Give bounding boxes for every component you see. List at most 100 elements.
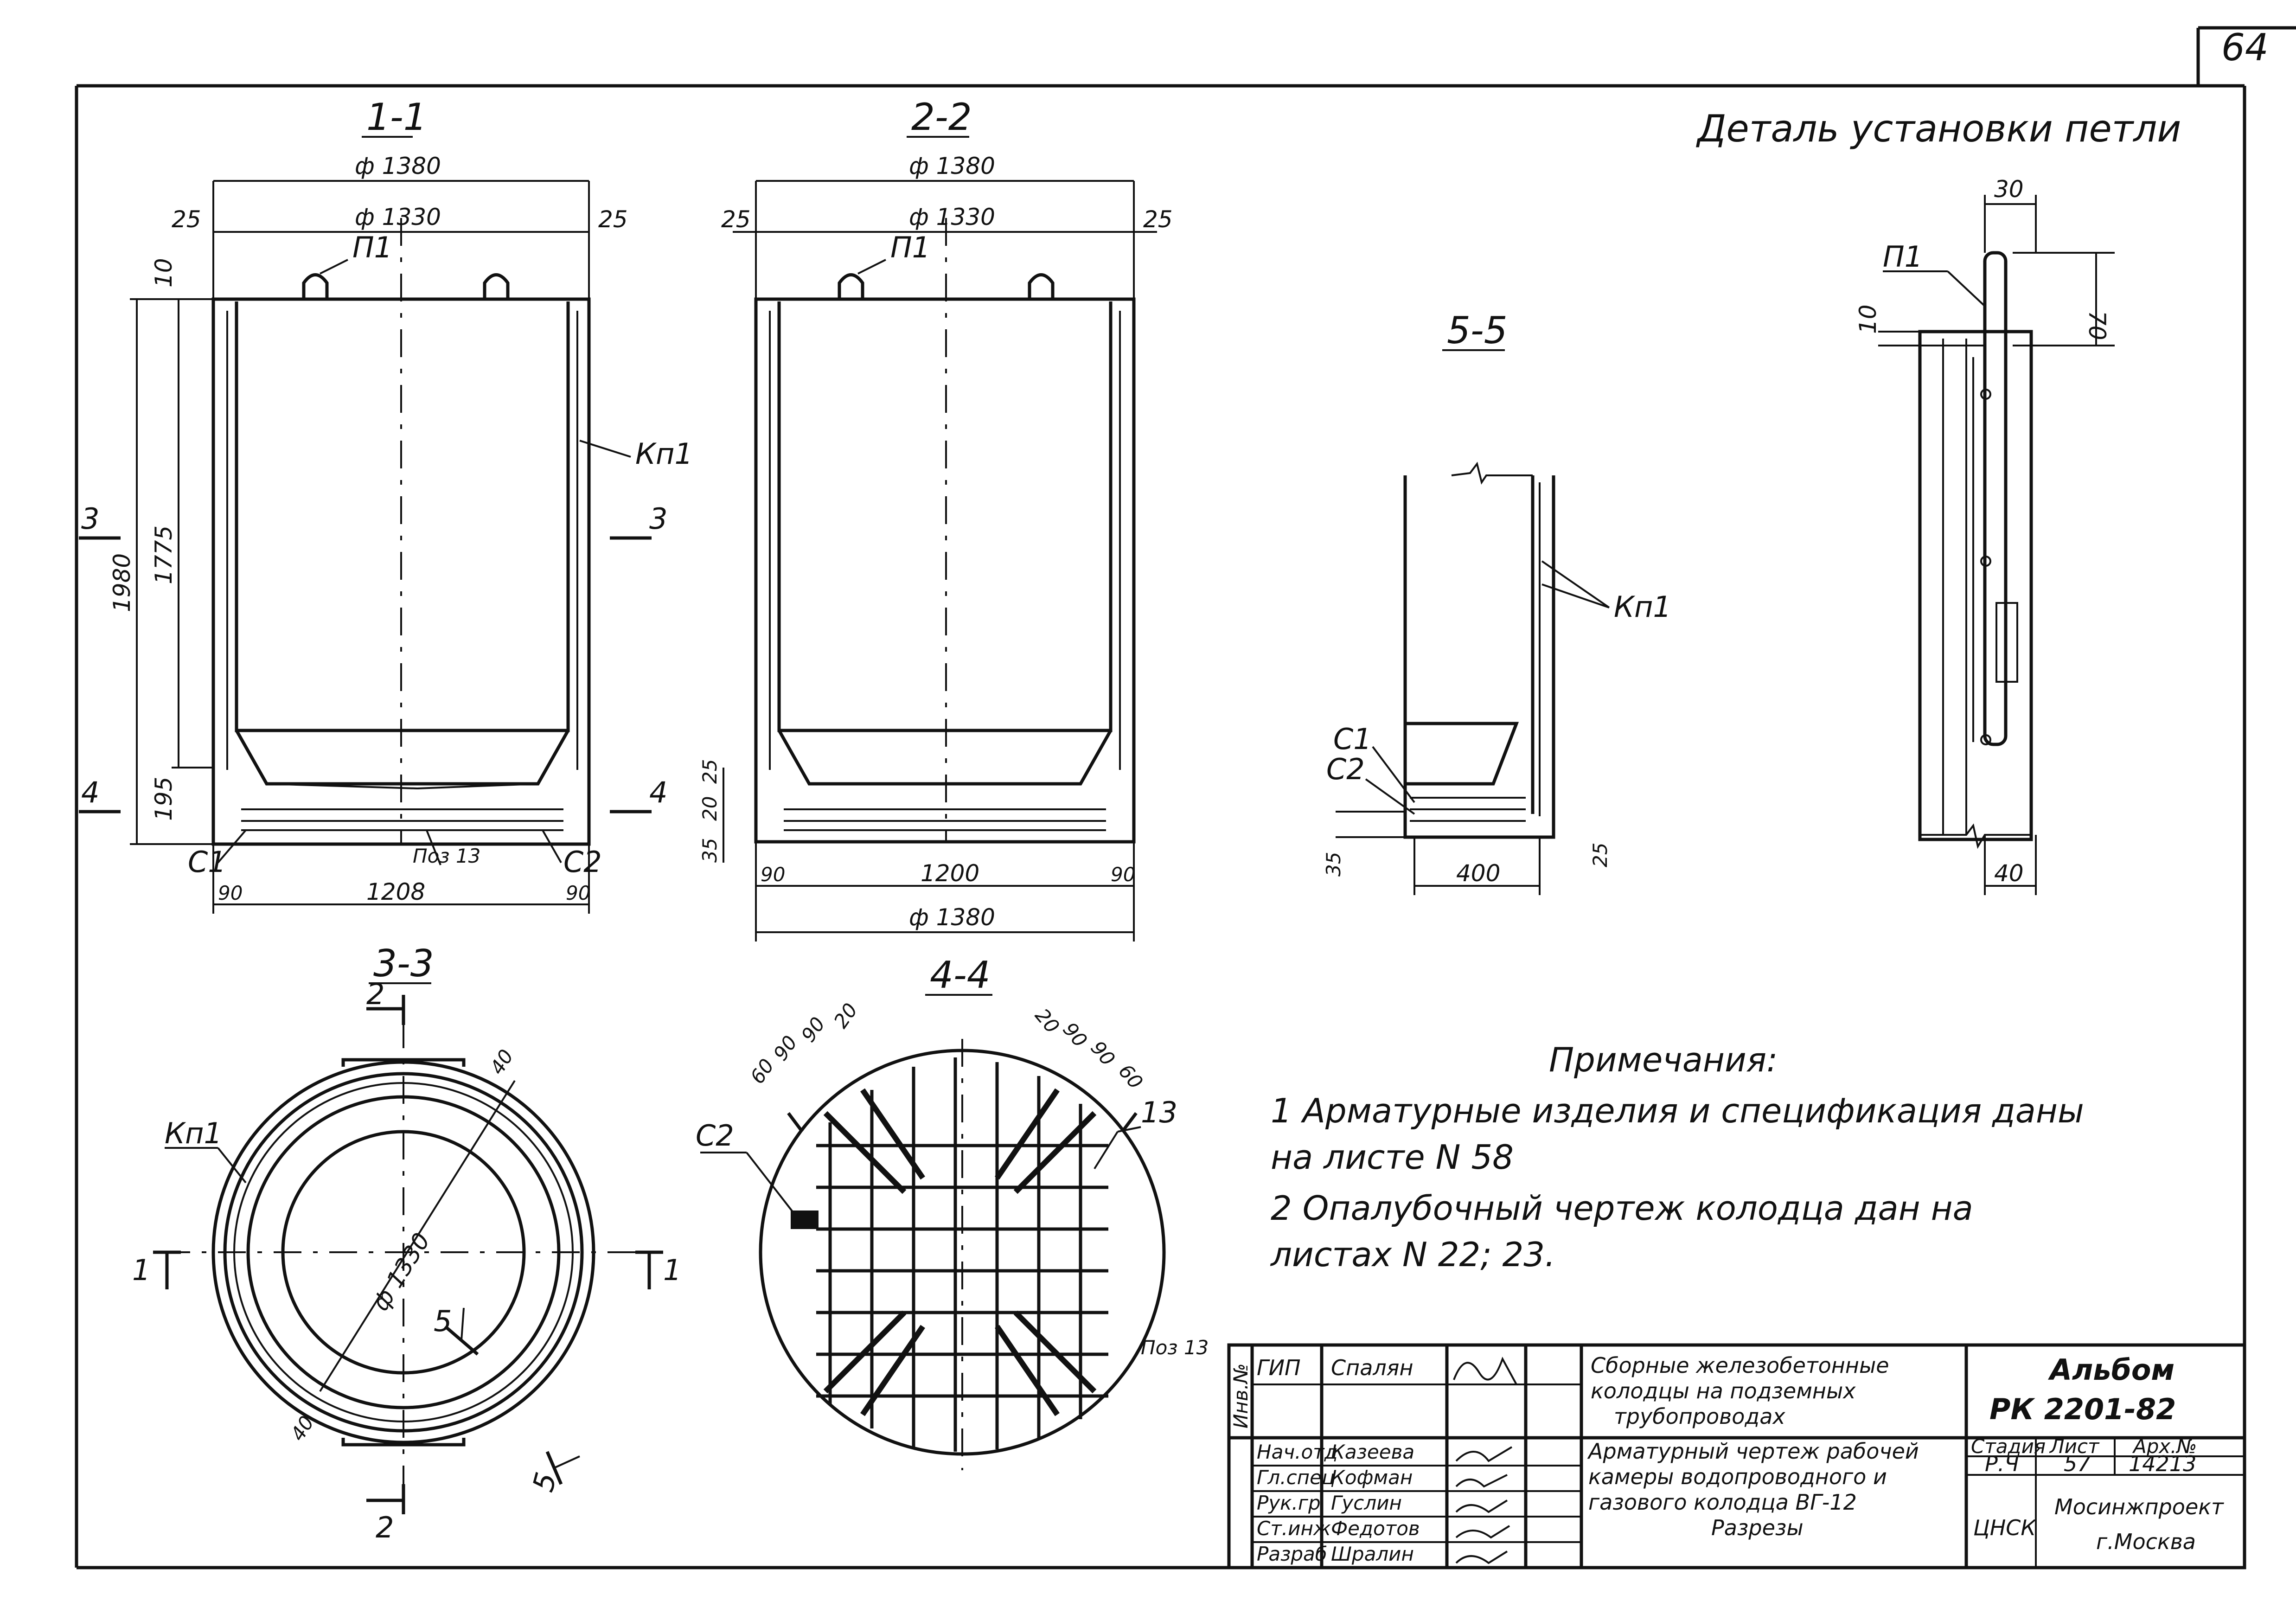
label-5-5-c2: С2	[1326, 752, 1365, 786]
tb-sheet-title-2: камеры водопроводного и	[1588, 1464, 1887, 1489]
label-4-4-c2: С2	[696, 1119, 734, 1153]
tb-name-row6: Шралин	[1331, 1543, 1414, 1565]
section-3-3: 3-3 40 ф 1330 40 Кп1 2 2 1 1 5	[132, 942, 681, 1544]
tb-project-title-1: Сборные железобетонные	[1591, 1353, 1889, 1378]
marker-3-3-1-left: 1	[132, 1253, 150, 1287]
section-2-2: 2-2 ф 1380 25 ф 1330 25 35 20 25 90 1200	[698, 96, 1173, 942]
dim-2-2-bottom-90-right: 90	[1111, 863, 1135, 886]
detail-title: Деталь установки петли	[1696, 107, 2181, 150]
tb-sheet-value: 57	[2064, 1451, 2091, 1476]
tb-role-gip: ГИП	[1257, 1355, 1301, 1380]
tb-col-sheet: Лист	[2049, 1435, 2100, 1458]
dim-1-1-bottom-90-left: 90	[218, 882, 243, 904]
marker-1-1-4-right: 4	[649, 775, 667, 809]
detail-dim-10: 10	[1855, 304, 1881, 334]
tb-stage-value: Р.Ч	[1985, 1451, 2019, 1476]
tb-project-title-2: колодцы на подземных	[1591, 1378, 1856, 1403]
label-4-4-13: 13	[1141, 1095, 1177, 1129]
tb-org-1: Мосинжпроект	[2054, 1494, 2224, 1519]
detail-dim-30: 30	[1994, 176, 2024, 203]
section-5-5: 5-5 Кп1 С1 С2 35 400 25	[1322, 309, 1671, 895]
label-1-1-kp1: Кп1	[635, 437, 693, 471]
tb-sheet-title-3: газового колодца ВГ-12	[1588, 1490, 1857, 1515]
section-3-3-title: 3-3	[373, 942, 434, 985]
dim-2-2-inner-dia: ф 1330	[909, 204, 995, 231]
dim-1-1-inner-dia: ф 1330	[355, 204, 441, 231]
dim-1-1-1980: 1980	[109, 553, 135, 612]
section-4-4: 4-4	[696, 954, 1209, 1470]
section-1-1: 1-1 ф 1380 ф 1330 25 25 10	[79, 96, 693, 914]
dim-3-3-dia-1330: ф 1330	[367, 1228, 435, 1315]
marker-3-3-2-top: 2	[366, 977, 384, 1011]
notes-line-3: 2 Опалубочный чертеж колодца дан на	[1271, 1189, 1973, 1228]
tb-role-row6: Разраб	[1257, 1543, 1327, 1565]
notes-line-2: на листе N 58	[1271, 1138, 1514, 1177]
dim-3-3-40-bottom: 40	[286, 1412, 319, 1445]
marker-1-1-3-right: 3	[649, 502, 667, 536]
tb-role-row2: Нач.отд	[1257, 1441, 1338, 1463]
tb-album-label: Альбом	[2047, 1353, 2174, 1387]
tb-name-row3: Кофман	[1331, 1466, 1413, 1489]
section-1-1-title: 1-1	[366, 96, 427, 139]
tb-col-archive: Арх.№	[2132, 1435, 2197, 1458]
dim-4-4-left-90b: 90	[797, 1013, 830, 1046]
dim-1-1-right-25: 25	[598, 206, 628, 233]
tb-name-row4: Гуслин	[1331, 1492, 1402, 1514]
dim-4-4-right-90b: 90	[1086, 1037, 1119, 1070]
section-2-2-title: 2-2	[911, 96, 972, 139]
tb-name-row5: Федотов	[1331, 1517, 1420, 1540]
dim-5-5-35: 35	[1322, 852, 1345, 877]
label-4-4-poz13: Поз 13	[1141, 1336, 1209, 1359]
tb-org-2: г.Москва	[2096, 1529, 2196, 1554]
dim-2-2-left-25: 25	[721, 206, 751, 233]
tb-sheet-title-1: Арматурный чертеж рабочей	[1587, 1439, 1919, 1464]
marker-1-1-4-left: 4	[81, 775, 99, 809]
dim-4-4-left-60: 60	[746, 1055, 779, 1088]
dim-2-2-1200: 1200	[921, 860, 979, 887]
dim-4-4-left-20: 20	[829, 999, 862, 1032]
dim-1-1-bottom-90-right: 90	[566, 882, 590, 904]
dim-1-1-10: 10	[150, 258, 177, 288]
dim-2-2-35: 35	[698, 838, 721, 863]
tb-name-gip: Спалян	[1331, 1355, 1413, 1380]
marker-3-3-2-bottom: 2	[376, 1511, 394, 1544]
dim-2-2-right-25: 25	[1143, 206, 1173, 233]
dim-1-1-outer-dia: ф 1380	[355, 153, 441, 179]
tb-album-code: РК 2201-82	[1989, 1392, 2176, 1426]
label-1-1-c1: С1	[188, 845, 226, 879]
label-1-1-p1: П1	[352, 231, 392, 264]
label-2-2-p1: П1	[890, 231, 930, 264]
tb-signatures	[1453, 1357, 1517, 1564]
label-1-1-c2: С2	[563, 845, 602, 879]
dim-4-4-left-90a: 90	[769, 1031, 802, 1065]
notes-line-4: листах N 22; 23.	[1270, 1235, 1555, 1274]
dim-2-2-20: 20	[698, 796, 721, 821]
marker-1-1-3-left: 3	[81, 502, 99, 536]
dim-1-1-left-25: 25	[172, 206, 201, 233]
label-3-3-kp1: Кп1	[165, 1116, 222, 1150]
tb-org-short: ЦНСК	[1973, 1515, 2037, 1540]
dim-3-3-40-top: 40	[486, 1045, 518, 1078]
dim-1-1-1208: 1208	[366, 878, 425, 905]
notes: Примечания: 1 Арматурные изделия и специ…	[1270, 1040, 2084, 1274]
detail-dim-70: 70	[2084, 311, 2111, 340]
tb-archive-value: 14213	[2129, 1451, 2196, 1476]
dim-2-2-bottom-dia: ф 1380	[909, 904, 995, 931]
marker-3-3-5-inner: 5	[434, 1304, 452, 1338]
diagonal-bars	[823, 1088, 1097, 1416]
tb-sheet-title-4: Разрезы	[1711, 1515, 1804, 1540]
tb-role-row5: Ст.инж	[1257, 1517, 1331, 1540]
dim-4-4-right-60: 60	[1114, 1060, 1147, 1093]
dim-2-2-outer-dia: ф 1380	[909, 153, 995, 179]
detail-loop-installation: Деталь установки петли 30 70 10 40 П1	[1696, 107, 2181, 895]
tb-role-row3: Гл.спец	[1257, 1466, 1335, 1489]
tb-project-title-3: трубопроводах	[1614, 1404, 1785, 1429]
marker-3-3-1-right: 1	[663, 1253, 681, 1287]
dim-2-2-bottom-90-left: 90	[761, 863, 785, 886]
label-5-5-kp1: Кп1	[1614, 590, 1671, 624]
tb-name-row2: Казеева	[1331, 1441, 1414, 1463]
dim-5-5-25: 25	[1589, 843, 1612, 867]
dim-5-5-400: 400	[1456, 860, 1500, 887]
page-number: 64	[2221, 26, 2269, 69]
